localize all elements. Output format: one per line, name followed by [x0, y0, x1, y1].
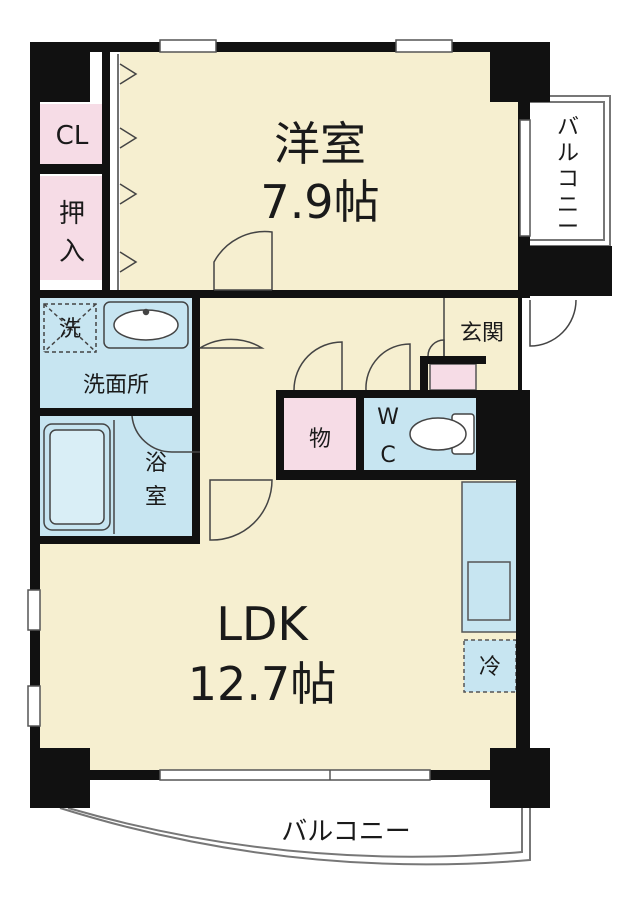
oshiire-label-2: 入 — [59, 237, 85, 267]
side-balcony-char-4: ニ — [557, 193, 579, 218]
closet-label: CL — [56, 121, 89, 151]
storage-floor — [284, 398, 356, 470]
oshiire-label-1: 押 — [59, 199, 85, 229]
toilet-label-1: W — [377, 405, 399, 430]
washroom-label: 洗面所 — [83, 373, 149, 398]
oshiire-floor — [40, 176, 102, 280]
storage-label: 物 — [309, 427, 331, 452]
ldk-size: 12.7帖 — [188, 657, 336, 711]
western-room-size: 7.9帖 — [260, 175, 379, 229]
room-labels: 洋室 7.9帖 CL 押 入 洗 洗面所 浴 室 物 W C 玄関 冷 LDK … — [56, 115, 579, 847]
bathroom-label-2: 室 — [145, 485, 167, 510]
western-room-floor — [120, 52, 530, 292]
hall-strip-floor — [200, 390, 278, 480]
bathroom-label-1: 浴 — [145, 451, 167, 476]
sink — [467, 561, 511, 621]
main-balcony-label: バルコニー — [281, 817, 410, 847]
side-balcony-char-3: コ — [557, 167, 579, 192]
side-balcony-char-5: ー — [557, 215, 579, 240]
shoe-box — [429, 363, 477, 391]
fridge-space — [463, 639, 517, 693]
main-balcony-outline — [59, 807, 531, 866]
toilet-label-2: C — [380, 443, 395, 468]
fridge-label: 冷 — [479, 655, 501, 680]
side-balcony-char-2: ル — [557, 141, 579, 166]
toilet-bowl — [409, 417, 467, 451]
windows — [27, 39, 531, 781]
floor-fills — [40, 52, 530, 770]
western-room-name: 洋室 — [274, 117, 366, 171]
washer-label: 洗 — [59, 317, 81, 342]
door-swings — [131, 230, 577, 541]
closet-floor — [40, 104, 102, 164]
entrance-label: 玄関 — [460, 321, 504, 346]
side-balcony-char-1: バ — [557, 115, 579, 140]
closet-door-marks — [117, 54, 138, 290]
fixtures — [43, 301, 475, 534]
washer-space — [43, 303, 97, 353]
ldk-name: LDK — [216, 597, 309, 651]
ldk-lower-floor — [40, 540, 210, 770]
